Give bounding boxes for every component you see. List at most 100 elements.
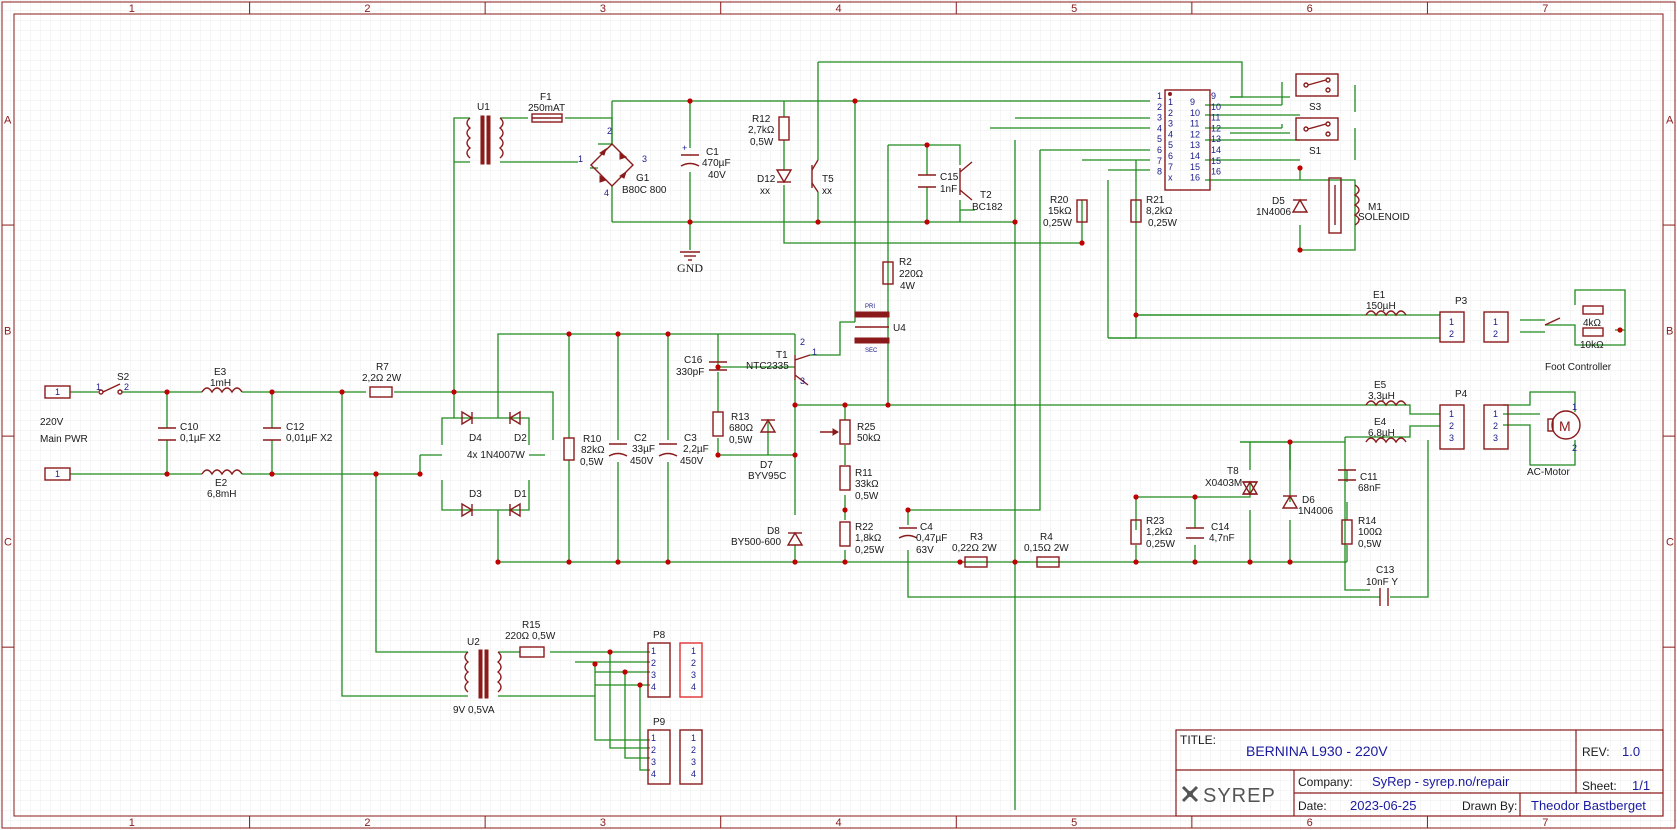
rev-label: REV: — [1582, 745, 1610, 759]
svg-text:2: 2 — [691, 745, 696, 755]
frame-col-bottom: 7 — [1542, 817, 1548, 829]
capacitor-c15: C15 1nF — [918, 172, 959, 195]
svg-text:3: 3 — [691, 757, 696, 767]
frame-row-left: C — [4, 537, 12, 549]
resistor-r23: R23 1,2kΩ 0,25W — [1130, 516, 1175, 550]
potentiometer-r25: R25 50kΩ — [820, 419, 881, 445]
wire-junction — [1287, 559, 1293, 565]
val-r20-w: 0,25W — [1043, 218, 1072, 229]
wire-junction — [1133, 312, 1139, 318]
svg-text:2: 2 — [1449, 421, 1454, 431]
ic-pin-inner-right: 14 — [1190, 151, 1200, 161]
ref-c13: C13 — [1376, 565, 1395, 576]
svg-text:1: 1 — [1449, 409, 1454, 419]
resistor-r15: R15 220Ω 0,5W — [505, 620, 556, 658]
resistor-r11: R11 33kΩ 0,5W — [839, 465, 879, 502]
sheet-label: Sheet: — [1582, 779, 1617, 793]
val-r3: 0,22Ω 2W — [952, 543, 997, 554]
wire-junction — [1297, 247, 1303, 253]
wire-junction — [842, 402, 848, 408]
svg-text:4: 4 — [651, 769, 656, 779]
ic-pin-right: 9 — [1211, 91, 1216, 101]
val-c3-v: 450V — [680, 456, 704, 467]
ref-c11: C11 — [1360, 472, 1378, 483]
capacitor-c12: C12 0,01µF X2 — [263, 422, 333, 444]
ref-d1: D1 — [514, 489, 527, 500]
val-c14: 4,7nF — [1209, 533, 1235, 544]
frame-col-bottom: 4 — [836, 817, 842, 829]
svg-text:1: 1 — [1572, 402, 1577, 412]
mains-voltage: 220V — [40, 417, 64, 428]
phototransistor-t5: T5 xx — [811, 159, 834, 197]
val-c11: 68nF — [1358, 483, 1381, 494]
ref-r15: R15 — [522, 620, 541, 631]
wire-junction — [339, 389, 345, 395]
frame-col-bottom: 2 — [364, 817, 370, 829]
val-g1: B80C 800 — [622, 185, 667, 196]
capacitor-c2: C2 33µF 450V — [608, 433, 655, 467]
frame-col-bottom: 3 — [600, 817, 606, 829]
ref-s1: S1 — [1309, 146, 1322, 157]
ref-p3: P3 — [1455, 296, 1468, 307]
svg-text:1: 1 — [1493, 409, 1498, 419]
frame-row-left: B — [4, 326, 11, 338]
wire-junction — [665, 559, 671, 565]
wire-junction — [715, 452, 721, 458]
val-c13: 10nF Y — [1366, 577, 1398, 588]
wire-junction — [1079, 240, 1085, 246]
ref-d3: D3 — [469, 489, 482, 500]
wire-junction — [615, 559, 621, 565]
wire-junction — [1287, 439, 1293, 445]
bridge-rectifier-g1: 1 2 3 4 G1 B80C 800 — [578, 126, 667, 198]
ic-pin-right: 10 — [1211, 102, 1221, 112]
ref-d2: D2 — [514, 433, 527, 444]
wire-junction — [885, 402, 891, 408]
val-r13: 680Ω — [729, 423, 754, 434]
val-c10: 0,1µF X2 — [180, 433, 221, 444]
ref-s2: S2 — [117, 372, 130, 383]
control-connector-ic: 123456781234567x910111213141516910111213… — [1157, 89, 1221, 191]
ref-c4: C4 — [920, 522, 933, 533]
wire-junction — [417, 471, 423, 477]
svg-text:3: 3 — [651, 670, 656, 680]
val-d5: 1N4006 — [1256, 207, 1291, 218]
ic-pin-inner-right: 16 — [1190, 173, 1200, 183]
resistor-r4: R4 0,15Ω 2W — [1024, 532, 1069, 568]
frame-col-top: 6 — [1307, 3, 1313, 15]
frame-row-right: B — [1666, 326, 1673, 338]
val-r7: 2,2Ω 2W — [362, 373, 402, 384]
wire-junction — [665, 331, 671, 337]
wire-junction — [637, 682, 643, 688]
date-label: Date: — [1298, 799, 1327, 813]
val-e4: 6,8µH — [1368, 428, 1395, 439]
ref-c12: C12 — [286, 422, 305, 433]
val-d12: xx — [760, 186, 770, 197]
wire-junction — [792, 452, 798, 458]
val-c16: 330pF — [676, 367, 704, 378]
ref-d12: D12 — [757, 174, 776, 185]
val-d7: BYV95C — [748, 471, 786, 482]
svg-text:4: 4 — [651, 682, 656, 692]
ref-t2: T2 — [980, 190, 992, 201]
ic-pin-inner-left: 6 — [1168, 151, 1173, 161]
val-e3: 1mH — [210, 378, 231, 389]
ref-r13: R13 — [731, 412, 750, 423]
svg-text:1: 1 — [55, 469, 60, 479]
frame-col-bottom: 5 — [1071, 817, 1077, 829]
ref-c16: C16 — [684, 355, 703, 366]
capacitor-c4: C4 0,47µF 63V — [898, 522, 947, 556]
svg-text:1: 1 — [1493, 317, 1498, 327]
ref-d5: D5 — [1272, 196, 1285, 207]
ref-r14: R14 — [1358, 516, 1377, 527]
val-e2: 6,8mH — [207, 489, 236, 500]
val-r11: 33kΩ — [855, 479, 879, 490]
title-block: TITLE: BERNINA L930 - 220V REV: 1.0 Comp… — [1175, 729, 1664, 817]
bridge-diodes: D4 D2 D3 D1 4x 1N4007W — [461, 410, 527, 518]
ic-pin-inner-left: 4 — [1168, 129, 1173, 139]
val-u2: 9V 0,5VA — [453, 705, 495, 716]
wire-junction — [852, 98, 858, 104]
svg-text:+: + — [682, 143, 687, 153]
val-r14: 100Ω — [1358, 527, 1383, 538]
ic-pin-inner-right: 10 — [1190, 108, 1200, 118]
company-label: Company: — [1298, 775, 1353, 789]
